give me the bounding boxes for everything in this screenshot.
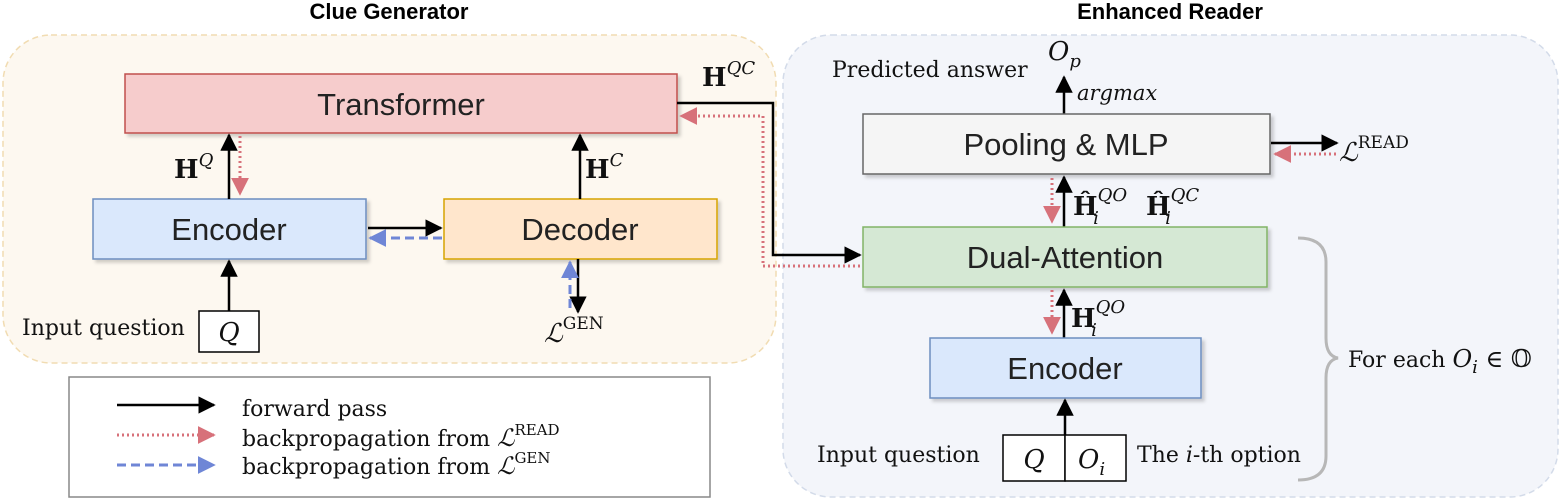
clue-generator-title: Clue Generator [310, 0, 469, 24]
decoder-label: Decoder [521, 212, 638, 247]
clue-encoder-label: Encoder [171, 212, 286, 247]
clue-q-box [198, 310, 260, 353]
for-each-label: For each Oi ∈ 𝕆 [1348, 345, 1532, 378]
transformer-label: Transformer [317, 87, 485, 122]
transformer-box [124, 73, 678, 134]
enhanced-reader-title: Enhanced Reader [1077, 0, 1263, 24]
option-description-label: The i-th option [1137, 443, 1301, 468]
decoder-box [443, 198, 718, 260]
h-c-label: HC [585, 150, 624, 185]
pooling-mlp-label: Pooling & MLP [963, 127, 1168, 162]
predicted-answer-label: Predicted answer [832, 58, 1028, 83]
h-q-label: HQ [174, 150, 214, 185]
pooling-mlp-box [862, 113, 1271, 175]
reader-encoder-label: Encoder [1007, 351, 1122, 386]
for-each-brace [1297, 236, 1339, 482]
reader-q-symbol: Q [1023, 445, 1044, 475]
dual-attention-label: Dual-Attention [967, 240, 1163, 275]
o-p-label: Op [1048, 37, 1081, 72]
argmax-label: argmax [1077, 81, 1157, 105]
legend-read-label: backpropagation from ℒREAD [242, 421, 560, 452]
dual-attention-to-transformer-backprop [679, 107, 860, 268]
legend-forward-label: forward pass [242, 397, 387, 422]
clue-q-symbol: Q [218, 318, 239, 348]
clue-input-question-label: Input question [22, 316, 185, 341]
reader-option-symbol: Oi [1078, 445, 1105, 480]
dual-attention-box [862, 226, 1268, 288]
transformer-to-dual-attention-arrow [677, 101, 862, 264]
legend-box [68, 376, 711, 498]
reader-input-question-label: Input question [817, 443, 980, 468]
legend-gen-label: backpropagation from ℒGEN [242, 449, 551, 480]
reader-encoder-box [929, 337, 1202, 399]
reader-option-box [1064, 434, 1127, 482]
clue-encoder-box [92, 198, 367, 260]
h-qc-label: HQC [702, 58, 755, 93]
loss-read-label: ℒREAD [1339, 133, 1409, 168]
loss-gen-label: ℒGEN [544, 314, 604, 349]
